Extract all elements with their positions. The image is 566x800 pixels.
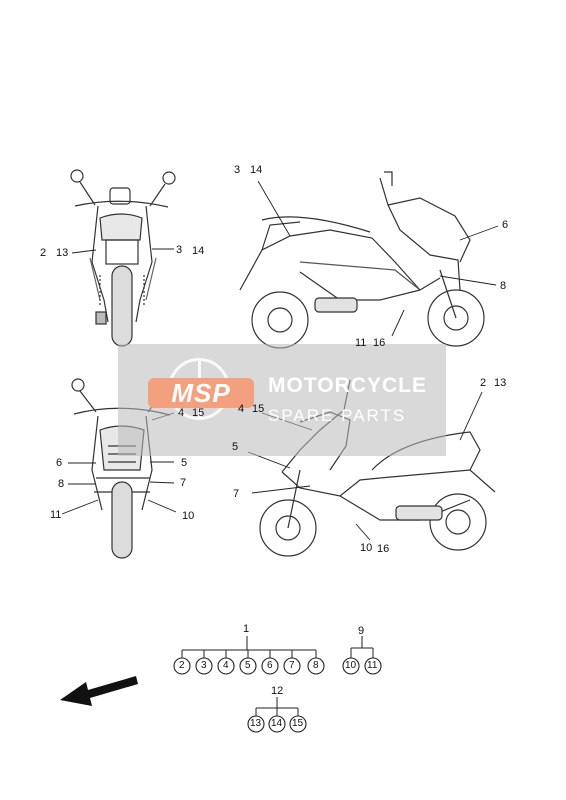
scooter-side-view-upper — [239, 171, 485, 349]
legend-item: 11 — [367, 660, 378, 671]
callout-label: 6 — [56, 457, 63, 469]
legend-circle — [239, 657, 257, 675]
callout-label: 14 — [192, 245, 205, 257]
watermark-badge: MSP — [148, 378, 254, 408]
legend-circle — [195, 657, 213, 675]
legend-item: 5 — [245, 660, 251, 671]
legend-item: 6 — [267, 660, 273, 671]
legend-item: 2 — [179, 660, 185, 671]
legend-circle — [173, 657, 191, 675]
legend-item: 15 — [292, 718, 304, 729]
watermark-subtitle: SPARE PARTS — [268, 406, 407, 425]
legend-circles — [173, 657, 382, 733]
callout-label: 7 — [233, 488, 240, 500]
callout-label: 5 — [232, 441, 239, 453]
scooter-front-view-upper — [70, 169, 176, 347]
legend-group-9 — [350, 636, 374, 658]
callout-label: 11 — [355, 337, 367, 349]
legend-item: 14 — [271, 718, 283, 729]
leader-lines — [61, 180, 499, 541]
callout-label: 16 — [377, 543, 390, 555]
legend-circle — [342, 657, 360, 675]
callout-label: 4 — [178, 407, 185, 419]
legend-item: 10 — [345, 660, 357, 671]
legend-circle — [289, 715, 307, 733]
legend-item: 3 — [201, 660, 207, 671]
callout-label: 13 — [56, 247, 69, 259]
legend-circle — [247, 715, 265, 733]
callout-label: 16 — [373, 337, 386, 349]
callout-label: 8 — [500, 280, 507, 292]
legend-group-12 — [255, 697, 299, 716]
legend-group-label: 9 — [358, 625, 365, 637]
callout-label: 2 — [480, 377, 487, 389]
callout-label: 11 — [50, 509, 62, 521]
legend-circle — [268, 715, 286, 733]
callout-label: 15 — [192, 407, 205, 419]
callout-label: 15 — [252, 403, 265, 415]
watermark-title: MOTORCYCLE — [268, 374, 427, 397]
legend-circle — [364, 657, 382, 675]
legend-item: 4 — [223, 660, 229, 671]
callout-label: 7 — [180, 477, 187, 489]
callout-label: 8 — [58, 478, 65, 490]
legend-item: 13 — [250, 718, 262, 729]
legend-circle — [217, 657, 235, 675]
legend-item: 8 — [313, 660, 319, 671]
callout-label: 3 — [176, 244, 183, 256]
legend-group-1 — [181, 636, 317, 658]
callout-label: 5 — [181, 457, 188, 469]
legend-group-label: 1 — [243, 623, 250, 635]
callout-label: 4 — [238, 403, 245, 415]
legend-circle — [307, 657, 325, 675]
legend-item: 7 — [289, 660, 295, 671]
callout-label: 6 — [502, 219, 509, 231]
legend-circle — [283, 657, 301, 675]
callout-label: 10 — [360, 542, 373, 554]
legend-circle — [261, 657, 279, 675]
callout-label: 3 — [234, 164, 241, 176]
direction-arrow-icon — [60, 676, 138, 706]
callout-label: 2 — [40, 247, 47, 259]
callout-label: 14 — [250, 164, 263, 176]
legend-group-label: 12 — [271, 685, 284, 697]
watermark: MSP MOTORCYCLE SPARE PARTS — [118, 344, 446, 456]
callout-label: 13 — [494, 377, 507, 389]
callout-label: 10 — [182, 510, 195, 522]
